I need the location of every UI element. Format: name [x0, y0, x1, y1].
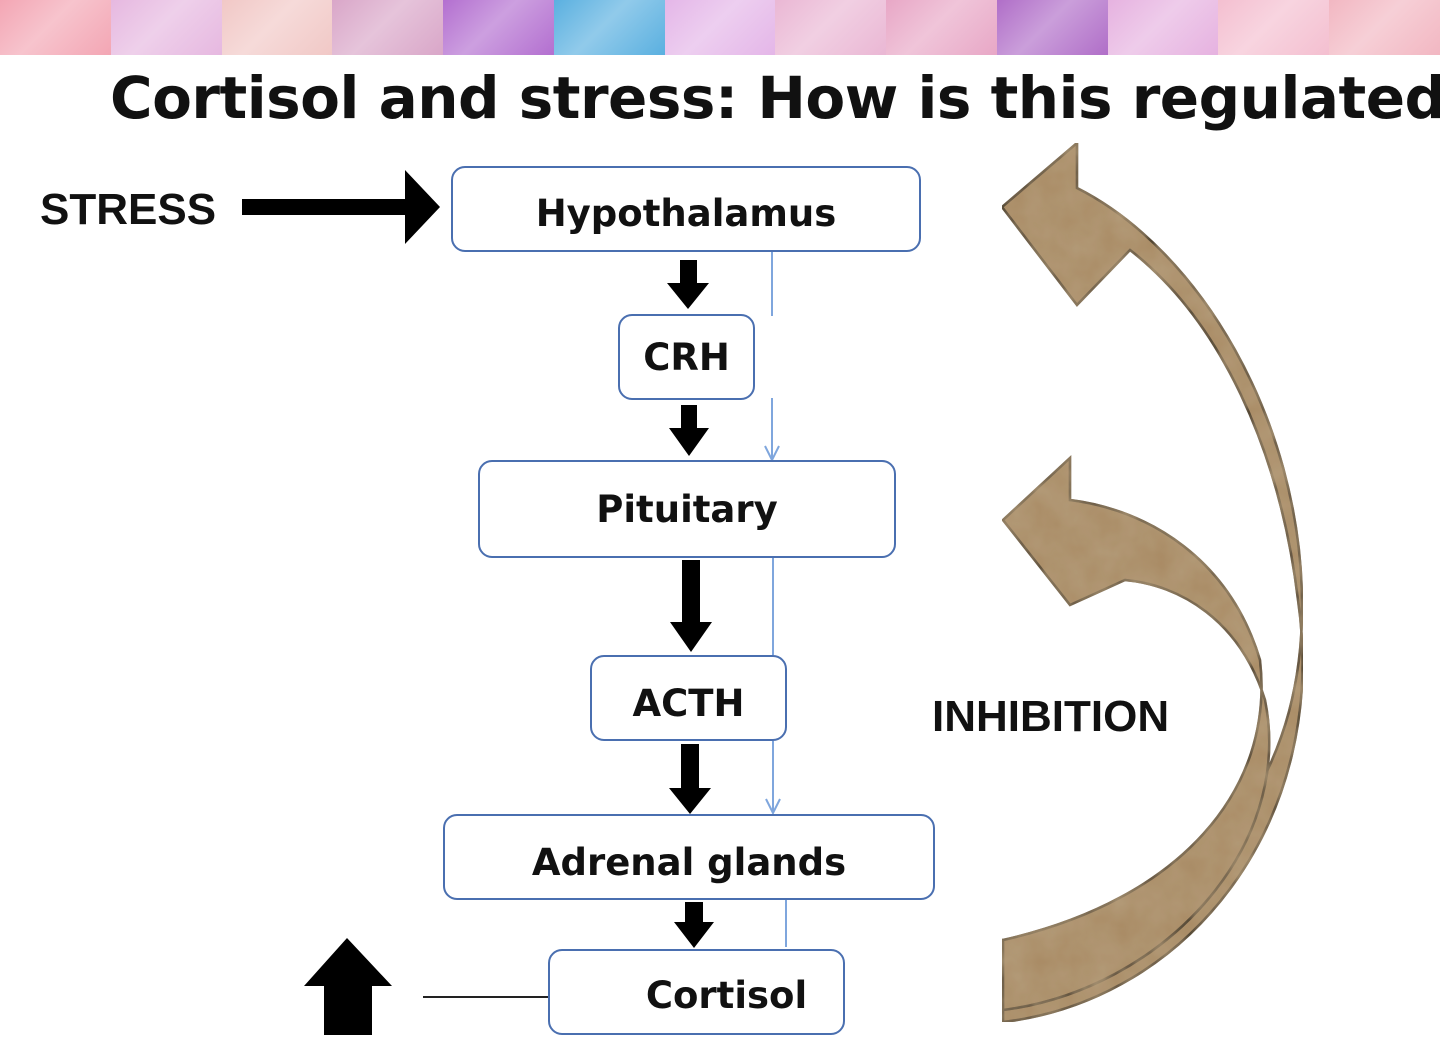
node-cortisol-label: Cortisol [645, 973, 808, 1017]
node-acth-label: ACTH [632, 681, 745, 725]
stress-label: STRESS [40, 185, 217, 234]
banner-tile [664, 0, 776, 55]
banner-tile [110, 0, 222, 55]
banner-tile [443, 0, 554, 55]
banner-tile [221, 0, 333, 55]
node-cortisol: Cortisol [548, 949, 845, 1035]
node-adrenal-label: Adrenal glands [531, 840, 847, 884]
arrow-acth-to-adrenal [669, 744, 711, 814]
node-pituitary: Pituitary [478, 460, 896, 558]
arrow-crh-to-pituitary [669, 405, 709, 456]
page-title: Cortisol and stress: How is this regulat… [110, 64, 1440, 132]
banner-tile [1329, 0, 1440, 55]
banner-tile [553, 0, 665, 55]
node-pituitary-label: Pituitary [596, 487, 778, 531]
arrow-pituitary-to-acth [670, 560, 712, 652]
node-hypothalamus-label: Hypothalamus [535, 191, 837, 235]
node-adrenal-glands: Adrenal glands [443, 814, 935, 900]
node-hypothalamus: Hypothalamus [451, 166, 921, 252]
feedback-arrows [1000, 140, 1304, 1024]
banner-tile [775, 0, 887, 55]
banner-tile [886, 0, 997, 55]
stress-arrow [242, 170, 440, 244]
node-crh-label: CRH [643, 335, 730, 379]
banner-tile [1218, 0, 1330, 55]
node-acth: ACTH [590, 655, 787, 741]
increase-up-arrow [304, 938, 392, 1035]
banner-tile [1107, 0, 1219, 55]
arrow-hypothalamus-to-crh [667, 260, 709, 309]
banner-tile [0, 0, 111, 55]
node-crh: CRH [618, 314, 755, 400]
thin-arrowhead-2 [765, 798, 781, 816]
banner-tile [996, 0, 1108, 55]
banner-tile [332, 0, 444, 55]
inhibition-label: INHIBITION [932, 692, 1170, 741]
arrow-adrenal-to-cortisol [674, 902, 714, 948]
feedback-arrow-to-pituitary [1001, 455, 1271, 1012]
texture-banner [0, 0, 1440, 55]
